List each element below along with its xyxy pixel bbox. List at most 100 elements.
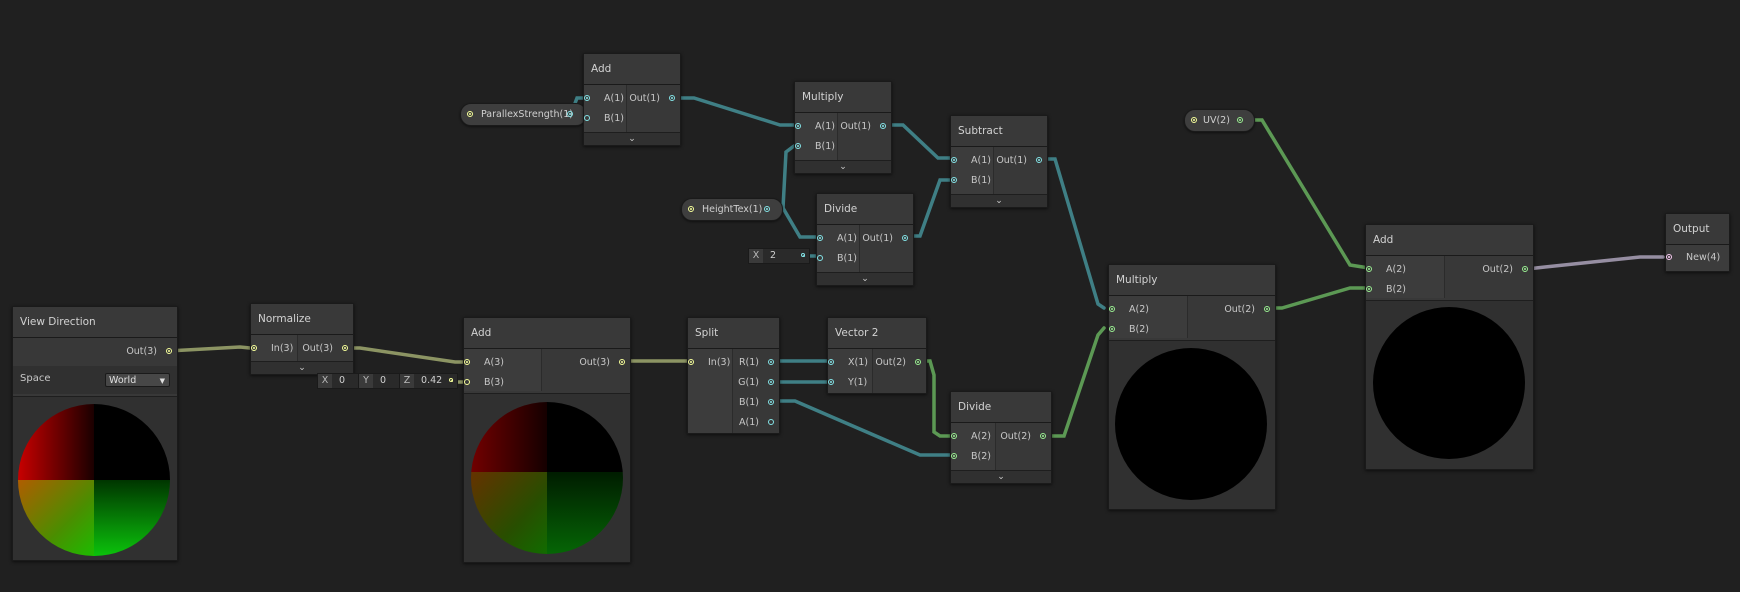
property-indicator-icon (467, 111, 473, 117)
node-output[interactable]: Output New(4) (1665, 213, 1730, 272)
property-node-parallax-strength[interactable]: ParallexStrength(1) (460, 103, 587, 126)
wire-divide-subtract (905, 178, 957, 238)
output-port[interactable]: Out(1) (837, 117, 891, 137)
wire-split-b-divide (768, 399, 961, 457)
port-label: Out(2) (1482, 264, 1513, 275)
add-b-y-field[interactable]: Y 0 (358, 373, 400, 389)
output-port-g[interactable]: G(1) (733, 373, 779, 393)
add-b-z-field[interactable]: Z 0.42 (399, 373, 458, 389)
wire-add-multiply (673, 96, 797, 127)
port-label: A(1) (604, 93, 624, 104)
input-port-a[interactable]: A(3) (464, 353, 541, 373)
property-label: UV(2) (1203, 115, 1230, 126)
output-port[interactable]: Out(1) (993, 151, 1047, 171)
node-multiply-big[interactable]: Multiply A(2) B(2) Out(2) (1108, 264, 1276, 510)
node-add-right[interactable]: Add A(2) B(2) Out(2) (1365, 224, 1534, 470)
input-port-a[interactable]: A(1) (795, 117, 837, 137)
preview-sphere (18, 404, 170, 556)
output-port[interactable]: Out(2) (1215, 300, 1275, 320)
input-port-b[interactable]: B(3) (464, 373, 541, 393)
output-port[interactable]: Out(1) (626, 89, 680, 109)
property-output-port[interactable] (764, 206, 770, 212)
input-port-b[interactable]: B(1) (584, 109, 626, 129)
node-title: Normalize (251, 304, 353, 335)
output-port-a[interactable]: A(1) (733, 413, 779, 433)
port-connector-icon (619, 359, 625, 365)
divide-b-value-field[interactable]: X 2 (748, 248, 810, 264)
field-connector-icon (449, 378, 453, 382)
node-add-mid[interactable]: Add A(3) B(3) Out(3) (463, 317, 631, 563)
output-port[interactable]: Out(3) (117, 342, 177, 362)
property-node-uv[interactable]: UV(2) (1184, 109, 1255, 132)
node-add-top[interactable]: Add A(1) B(1) Out(1) ⌄ (583, 53, 681, 146)
input-port-in[interactable]: In(3) (251, 339, 297, 359)
input-port-b[interactable]: B(2) (1109, 320, 1187, 340)
input-port-a[interactable]: A(2) (1109, 300, 1187, 320)
input-port-b[interactable]: B(1) (795, 137, 837, 157)
port-label: A(1) (739, 417, 759, 428)
output-port[interactable]: Out(2) (995, 427, 1051, 447)
input-port-a[interactable]: A(1) (584, 89, 626, 109)
input-port-new[interactable]: New(4) (1666, 248, 1729, 268)
port-label: Out(1) (996, 155, 1027, 166)
property-node-height-tex[interactable]: HeightTex(1) (681, 198, 783, 221)
node-split[interactable]: Split In(3) R(1) G(1) B(1) A(1) (687, 317, 780, 434)
port-label: Out(3) (126, 346, 157, 357)
port-label: Out(1) (629, 93, 660, 104)
chevron-down-icon: ⌄ (839, 162, 847, 172)
wire-divide-multiply (1042, 326, 1106, 438)
port-connector-icon (584, 95, 590, 101)
port-connector-icon (768, 419, 774, 425)
input-port-b[interactable]: B(1) (817, 249, 859, 269)
space-value: World (109, 375, 137, 386)
node-divide-bottom[interactable]: Divide A(2) B(2) Out(2) ⌄ (950, 391, 1052, 484)
expand-button[interactable]: ⌄ (251, 361, 353, 374)
input-port-b[interactable]: B(2) (1366, 280, 1444, 300)
input-port-in[interactable]: In(3) (688, 353, 732, 373)
node-vector2[interactable]: Vector 2 X(1) Y(1) Out(2) (827, 317, 927, 394)
wire-height-divide (781, 206, 818, 239)
output-port[interactable]: Out(3) (570, 353, 630, 373)
expand-button[interactable]: ⌄ (951, 470, 1051, 483)
output-port[interactable]: Out(1) (859, 229, 913, 249)
node-multiply-top[interactable]: Multiply A(1) B(1) Out(1) ⌄ (794, 81, 892, 174)
output-port[interactable]: Out(2) (872, 353, 926, 373)
property-label: ParallexStrength(1) (481, 109, 573, 120)
input-port-b[interactable]: B(1) (951, 171, 993, 191)
input-port-a[interactable]: A(2) (1366, 260, 1444, 280)
input-port-b[interactable]: B(2) (951, 447, 995, 467)
input-port-a[interactable]: A(1) (817, 229, 859, 249)
output-port-b[interactable]: B(1) (733, 393, 779, 413)
node-title: Split (688, 318, 779, 349)
expand-button[interactable]: ⌄ (795, 160, 891, 173)
output-port[interactable]: Out(3) (297, 339, 353, 359)
port-label: A(1) (971, 155, 991, 166)
node-subtract[interactable]: Subtract A(1) B(1) Out(1) ⌄ (950, 115, 1048, 208)
expand-button[interactable]: ⌄ (817, 272, 913, 285)
property-output-port[interactable] (567, 111, 573, 117)
node-title: Add (464, 318, 630, 349)
input-port-y[interactable]: Y(1) (828, 373, 872, 393)
preview-sphere (1115, 348, 1267, 500)
port-connector-icon (1366, 266, 1372, 272)
field-axis-label: X (318, 374, 332, 388)
output-port-r[interactable]: R(1) (733, 353, 779, 373)
node-title: Add (1366, 225, 1533, 256)
expand-button[interactable]: ⌄ (584, 132, 680, 145)
input-port-a[interactable]: A(1) (951, 151, 993, 171)
node-view-direction[interactable]: View Direction Out(3) Space World ▼ (12, 306, 178, 561)
port-label: B(1) (739, 397, 759, 408)
input-port-a[interactable]: A(2) (951, 427, 995, 447)
add-b-x-field[interactable]: X 0 (317, 373, 359, 389)
port-connector-icon (464, 359, 470, 365)
node-divide-top[interactable]: Divide A(1) B(1) Out(1) ⌄ (816, 193, 914, 286)
port-label: A(2) (1129, 304, 1149, 315)
space-dropdown[interactable]: World ▼ (105, 373, 170, 387)
output-port[interactable]: Out(2) (1473, 260, 1533, 280)
property-output-port[interactable] (1237, 117, 1243, 123)
node-title: View Direction (13, 307, 177, 338)
node-normalize[interactable]: Normalize In(3) Out(3) ⌄ (250, 303, 354, 375)
input-port-x[interactable]: X(1) (828, 353, 872, 373)
triangle-down-icon: ▼ (159, 377, 165, 385)
expand-button[interactable]: ⌄ (951, 194, 1047, 207)
